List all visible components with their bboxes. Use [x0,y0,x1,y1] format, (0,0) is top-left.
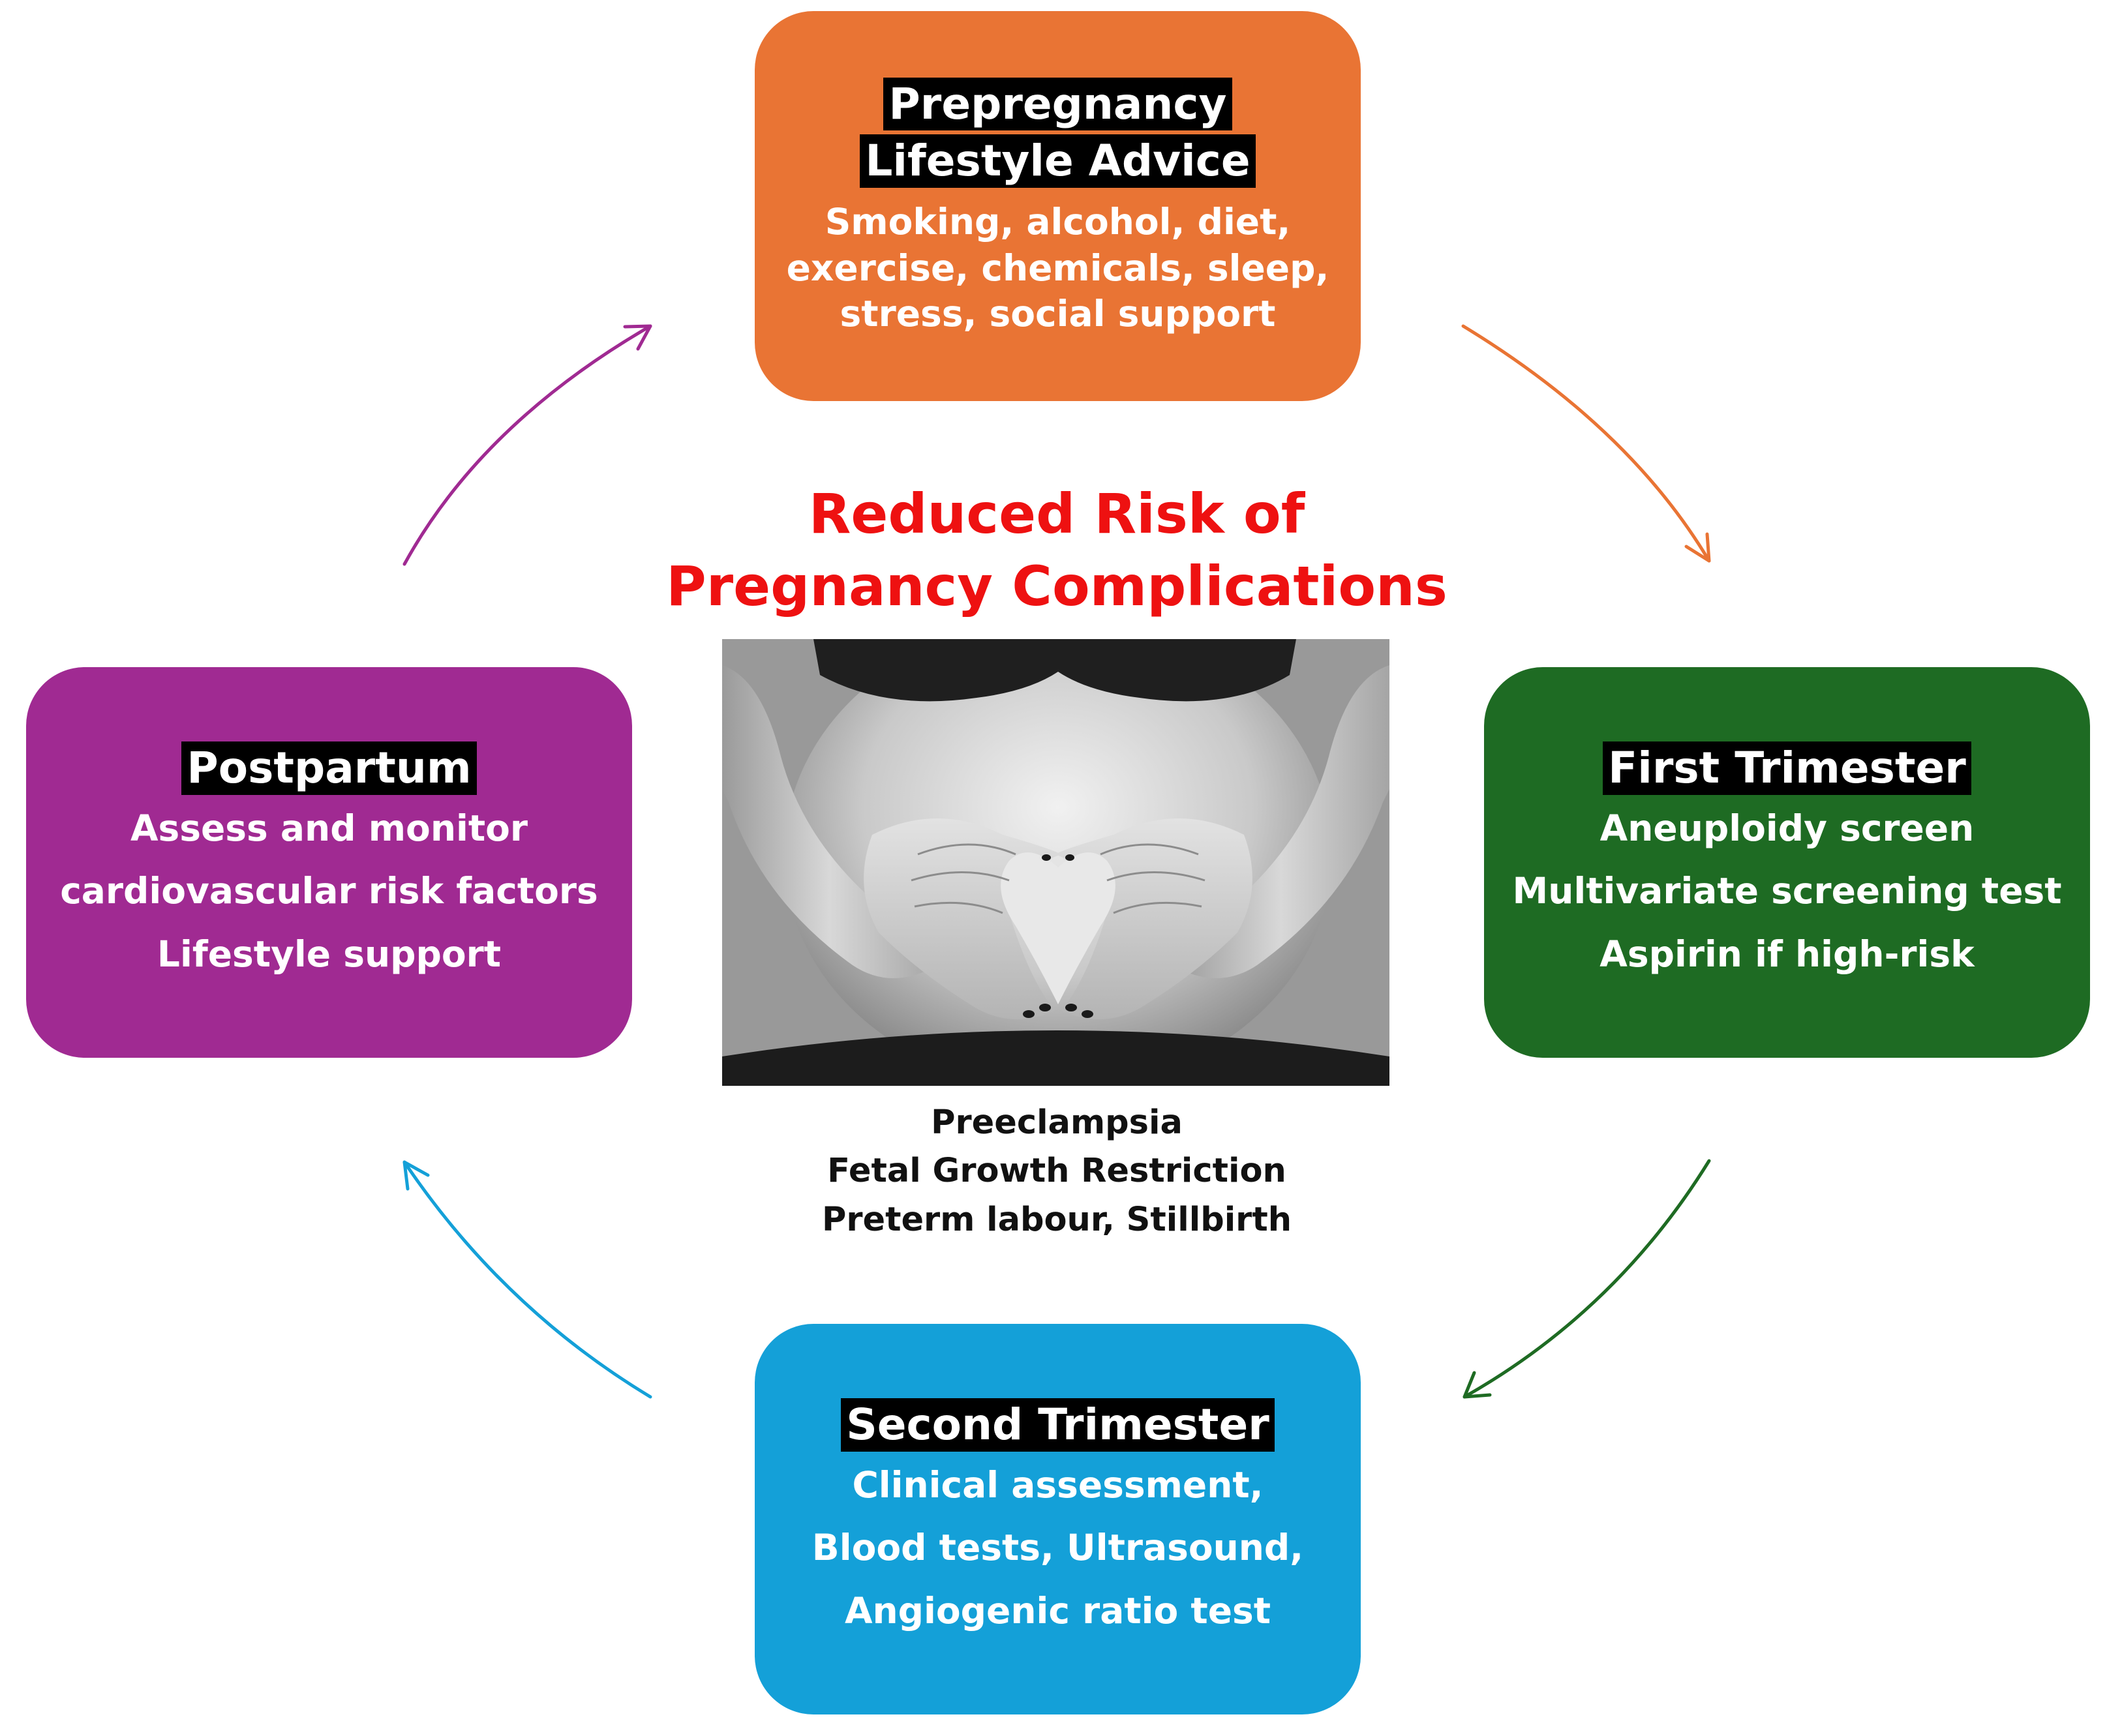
stage-detail: Assess and monitor [130,807,528,850]
center-title: Reduced Risk of Pregnancy Complications [665,478,1448,623]
pregnant-belly-photo-icon [722,639,1389,1086]
center-title-line-1: Reduced Risk of [808,482,1305,546]
stage-detail: stress, social support [840,293,1276,335]
stage-detail: cardiovascular risk factors [60,870,598,912]
stage-detail: Multivariate screening test [1512,870,2062,912]
stage-detail: Lifestyle support [157,933,502,975]
arrow-first-to-second-icon [1463,1159,1711,1399]
stage-detail: exercise, chemicals, sleep, [786,247,1329,289]
stage-heading-prepregnancy: Prepregnancy [883,77,1232,131]
stage-heading-second-trimester: Second Trimester [841,1398,1275,1452]
arrow-second-to-postpartum-icon [402,1160,652,1399]
stage-detail: Blood tests, Ultrasound, [811,1527,1304,1569]
arrow-postpartum-to-prepregnancy-icon [402,324,652,566]
complications-list: Preeclampsia Fetal Growth Restriction Pr… [718,1099,1396,1244]
arrow-prepregnancy-to-first-icon [1461,324,1711,563]
complication-item: Fetal Growth Restriction [827,1152,1286,1191]
complication-item: Preeclampsia [931,1103,1183,1142]
stage-box-postpartum: Postpartum Assess and monitor cardiovasc… [26,667,632,1058]
stage-heading-first-trimester: First Trimester [1603,741,1971,796]
stage-detail: Clinical assessment, [852,1464,1264,1506]
stage-detail: Smoking, alcohol, diet, [825,201,1291,243]
center-title-line-2: Pregnancy Complications [666,554,1448,618]
stage-heading-postpartum: Postpartum [181,741,477,796]
stage-box-second-trimester: Second Trimester Clinical assessment, Bl… [755,1324,1361,1714]
stage-box-first-trimester: First Trimester Aneuploidy screen Multiv… [1484,667,2090,1058]
complication-item: Preterm labour, Stillbirth [821,1200,1292,1239]
stage-detail: Angiogenic ratio test [844,1589,1271,1632]
stage-detail: Aneuploidy screen [1599,807,1975,850]
stage-box-prepregnancy: Prepregnancy Lifestyle Advice Smoking, a… [755,11,1361,401]
stage-detail: Aspirin if high-risk [1599,933,1975,975]
stage-heading-lifestyle-advice: Lifestyle Advice [860,134,1256,188]
